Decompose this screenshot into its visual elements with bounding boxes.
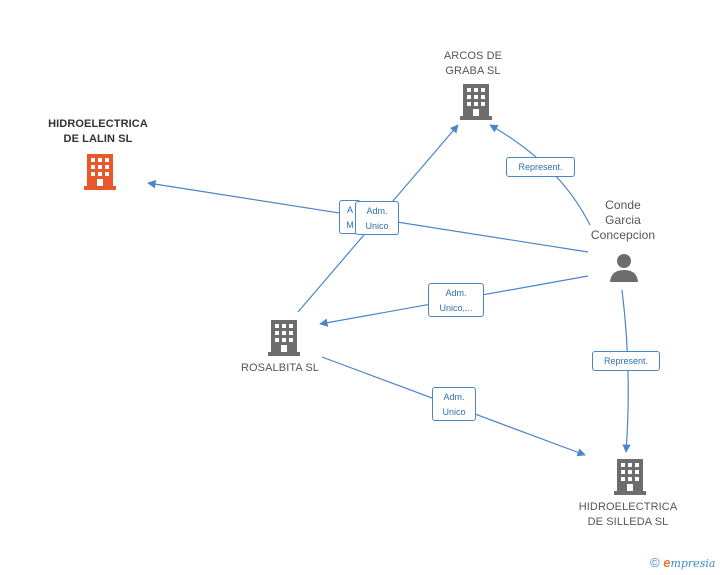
edge-conde-to-silleda: [621, 289, 631, 453]
building-icon[interactable]: [84, 154, 116, 190]
edge-badge-conde-to-silleda[interactable]: Represent.: [592, 351, 660, 371]
empresia-logo-icon: e: [663, 555, 671, 570]
node-label-conde-garcia[interactable]: Conde Garcia Concepcion: [590, 198, 656, 242]
edge-badge-conde-to-rosalbita[interactable]: Adm. Unico,...: [428, 283, 484, 317]
building-icon[interactable]: [614, 459, 646, 495]
node-label-hidroelectrica-lalin[interactable]: HIDROELECTRICA DE LALIN SL: [48, 118, 148, 145]
empresia-brand-text: mpresia: [670, 557, 716, 570]
copyright-symbol: ©: [650, 555, 660, 570]
person-icon[interactable]: [609, 252, 639, 282]
building-icon[interactable]: [460, 84, 492, 120]
edge-badge-rosalbita-to-arcos[interactable]: Adm. Unico: [355, 201, 399, 235]
building-icon[interactable]: [268, 320, 300, 356]
edge-badge-rosalbita-to-silleda[interactable]: Adm. Unico: [432, 387, 476, 421]
footer-copyright: © empresia: [650, 555, 715, 570]
node-label-rosalbita[interactable]: ROSALBITA SL: [240, 362, 320, 374]
node-label-hidroelectrica-silleda[interactable]: HIDROELECTRICA DE SILLEDA SL: [578, 501, 678, 528]
edge-badge-conde-to-arcos[interactable]: Represent.: [506, 157, 575, 177]
node-label-arcos-graba[interactable]: ARCOS DE GRABA SL: [443, 50, 503, 77]
